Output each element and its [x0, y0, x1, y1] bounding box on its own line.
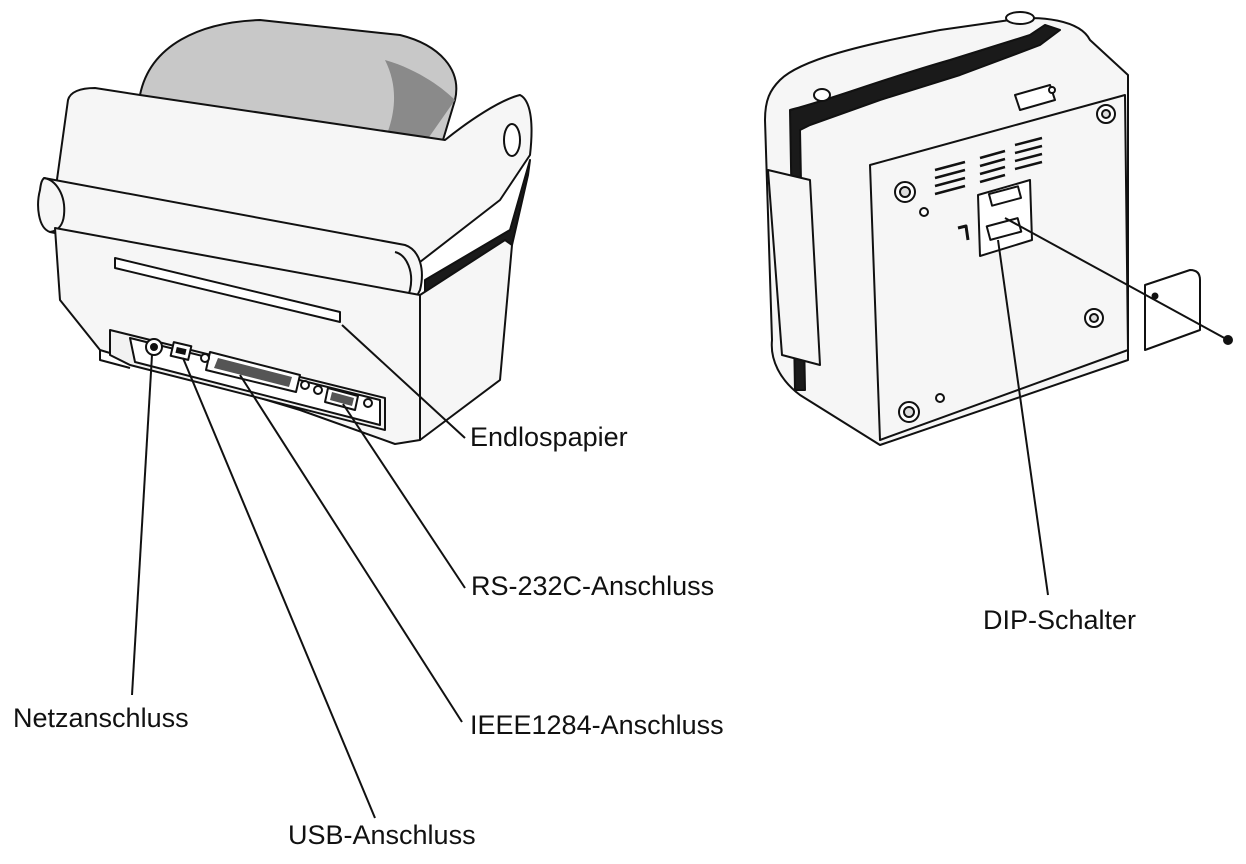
label-usb-anschluss: USB-Anschluss	[288, 820, 476, 850]
label-endlospapier: Endlospapier	[470, 422, 628, 452]
vent-grille	[934, 136, 1043, 196]
leader-dip	[997, 239, 1049, 596]
printer-rear-view	[37, 19, 533, 445]
paper-slot	[114, 257, 341, 323]
leader-endlospapier	[341, 324, 466, 439]
leader-rs232	[342, 403, 466, 589]
leader-ieee	[239, 374, 463, 723]
label-ieee1284-anschluss: IEEE1284-Anschluss	[470, 710, 724, 740]
label-rs232c-anschluss: RS-232C-Anschluss	[471, 571, 715, 601]
leader-lines	[131, 217, 1229, 819]
printer-bottom-view	[764, 11, 1233, 446]
leader-netz	[131, 354, 153, 696]
leader-cover	[1004, 217, 1229, 341]
side-strip	[767, 169, 821, 366]
label-dip-schalter: DIP-Schalter	[983, 605, 1137, 635]
label-netzanschluss: Netzanschluss	[13, 703, 189, 733]
base-plate	[869, 94, 1129, 441]
leader-usb	[182, 357, 376, 819]
